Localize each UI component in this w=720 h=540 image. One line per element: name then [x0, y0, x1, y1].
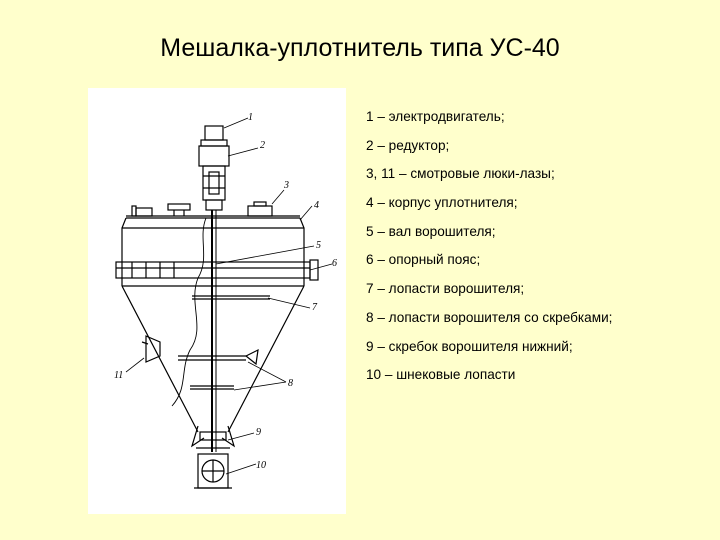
callout-11: 11 [114, 370, 123, 381]
legend-item: 2 – редуктор; [366, 137, 450, 153]
motor-base [200, 139, 228, 147]
legend-item: 8 – лопасти ворошителя со скребками; [366, 309, 613, 325]
callout-1: 1 [248, 112, 253, 123]
legend-item: 1 – электродвигатель; [366, 109, 505, 124]
legend-item: 5 – вал ворошителя; [366, 223, 496, 239]
mixer-diagram: 1 2 3 4 5 6 7 8 9 10 11 [88, 88, 346, 514]
callout-5: 5 [316, 240, 321, 251]
legend-list: 1 – электродвигатель; 2 – редуктор; 3, 1… [366, 108, 716, 395]
side-hatch [145, 335, 161, 363]
legend-item: 9 – скребок ворошителя нижний; [366, 338, 573, 354]
legend-item: 3, 11 – смотровые люки-лазы; [366, 166, 555, 182]
cone-walls [121, 285, 305, 433]
legend-item: 6 – опорный пояс; [366, 252, 481, 268]
slide-title: Мешалка-уплотнитель типа УС-40 [160, 34, 560, 62]
callout-4: 4 [314, 200, 319, 211]
callout-9: 9 [256, 427, 261, 438]
callout-3: 3 [283, 180, 289, 191]
top-hatch [247, 205, 273, 217]
legend-item: 4 – корпус уплотнителя; [366, 195, 518, 211]
callout-6: 6 [332, 258, 337, 269]
legend-item: 10 – шнековые лопасти [366, 367, 516, 383]
callout-7: 7 [312, 302, 318, 313]
callout-8: 8 [288, 378, 293, 389]
callout-10: 10 [256, 460, 266, 471]
callout-2: 2 [260, 140, 265, 151]
legend-item: 7 – лопасти ворошителя; [366, 281, 525, 297]
reducer-body [202, 165, 226, 201]
motor-cap [204, 125, 224, 141]
reducer-top [198, 145, 230, 167]
mixer-drawing: 1 2 3 4 5 6 7 8 9 10 11 [114, 112, 337, 489]
